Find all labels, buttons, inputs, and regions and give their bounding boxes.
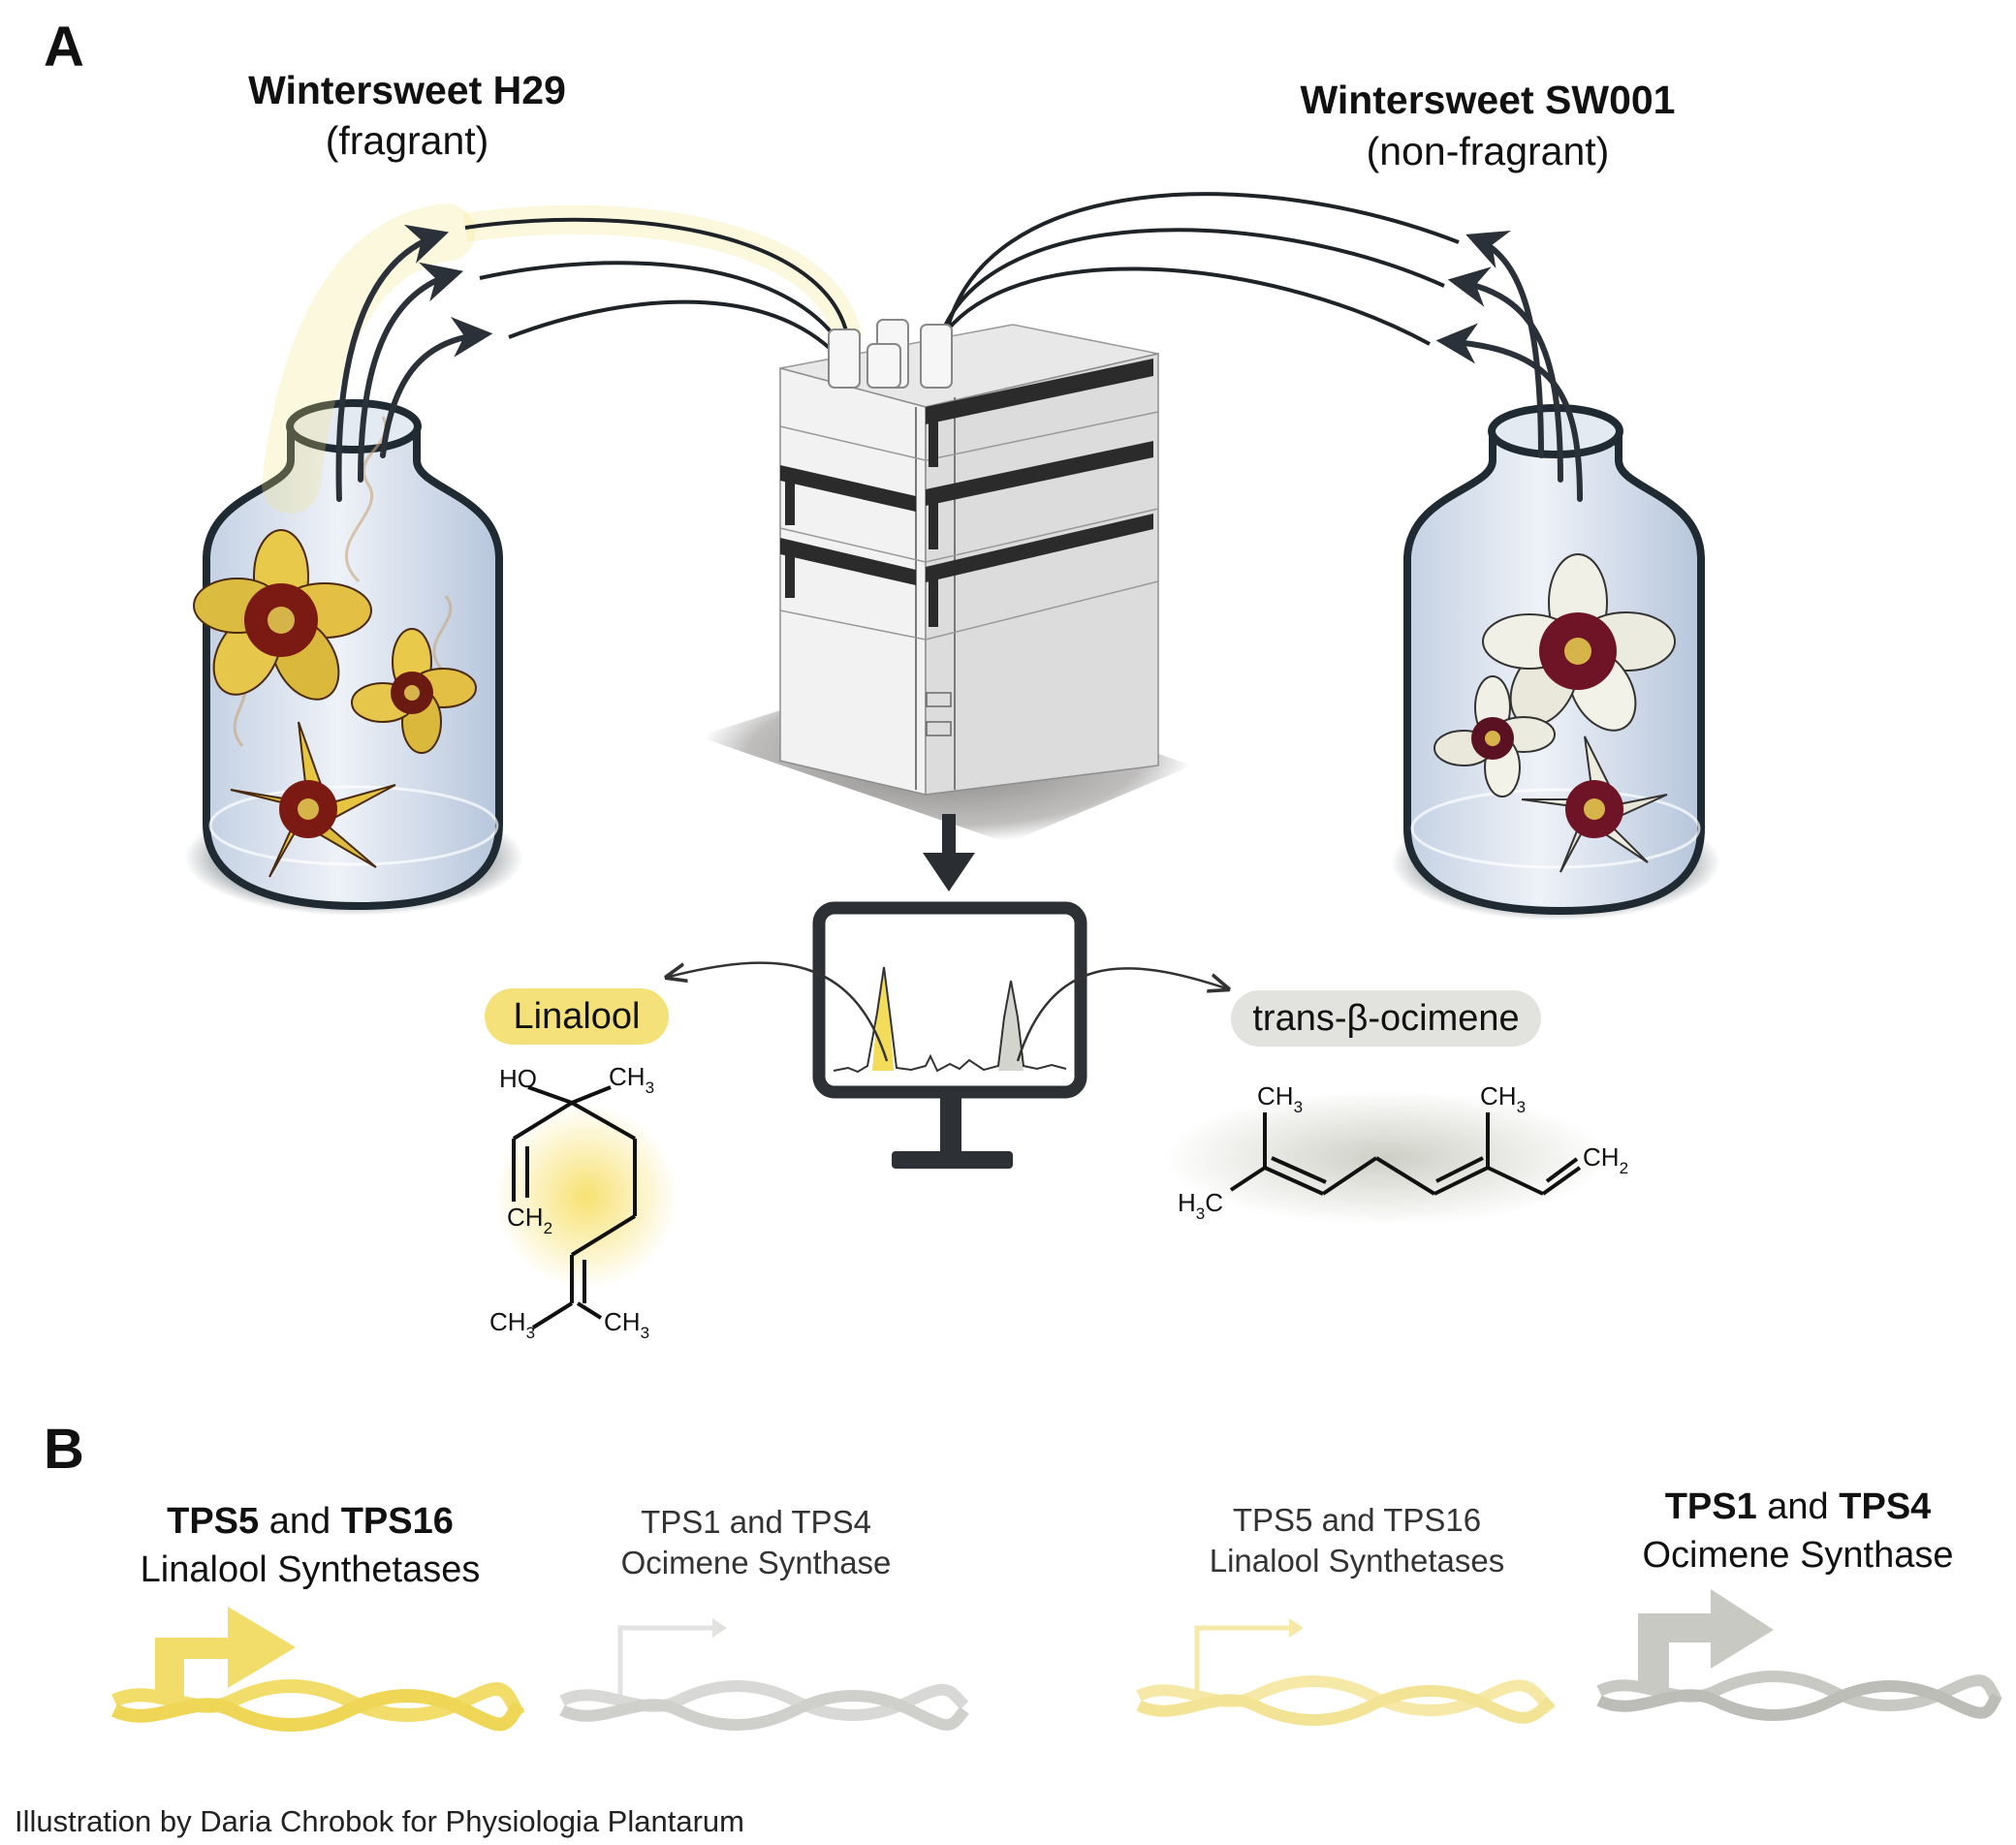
linalool-ch3-bottom-right: CH3 xyxy=(604,1307,649,1342)
left-aroma-lines xyxy=(462,204,863,385)
ocimene-ch3-b: CH3 xyxy=(1480,1081,1526,1116)
gene-3-label: TPS5 and TPS16 Linalool Synthetases xyxy=(1178,1500,1536,1581)
gene-2-label: TPS1 and TPS4 Ocimene Synthase xyxy=(582,1502,930,1583)
chromatogram xyxy=(833,966,1067,1074)
linalool-ch3-top: CH3 xyxy=(609,1062,654,1097)
gene-2-names: TPS1 and TPS4 xyxy=(641,1504,871,1540)
arrow-to-linalool xyxy=(669,961,889,1062)
gene-1-names: TPS5 and TPS16 xyxy=(167,1501,454,1542)
panel-b-letter: B xyxy=(44,1418,84,1481)
gene-4-graphic xyxy=(1596,1589,2002,1721)
left-sample-name: Wintersweet H29 xyxy=(248,68,566,112)
illustration-credit: Illustration by Daria Chrobok for Physio… xyxy=(15,1804,744,1838)
gene-2-graphic xyxy=(559,1618,969,1731)
monitor xyxy=(812,901,1087,1169)
fragrant-jar xyxy=(184,203,523,916)
gene-1-graphic xyxy=(110,1607,525,1732)
arrow-to-ocimene xyxy=(1016,967,1226,1062)
yellow-flower xyxy=(230,721,396,878)
linalool-label: Linalool xyxy=(485,988,669,1045)
right-sample-name: Wintersweet SW001 xyxy=(1300,78,1676,122)
left-sample-qualifier: (fragrant) xyxy=(325,118,489,163)
linalool-ho-label: HO xyxy=(499,1064,537,1093)
ocimene-structure: CH3 CH3 CH2 H3C xyxy=(1163,1081,1628,1226)
white-flower xyxy=(1521,735,1668,873)
right-sample-qualifier: (non-fragrant) xyxy=(1366,129,1610,173)
gene-3-names: TPS5 and TPS16 xyxy=(1232,1502,1482,1538)
linalool-ch2: CH2 xyxy=(507,1203,552,1237)
gene-1-role: Linalool Synthetases xyxy=(140,1549,481,1590)
jar-base-line xyxy=(1410,788,1701,869)
ocimene-ch2: CH2 xyxy=(1583,1142,1628,1177)
yellow-flower xyxy=(193,529,372,701)
gene-2-role: Ocimene Synthase xyxy=(620,1545,892,1580)
gene-4-role: Ocimene Synthase xyxy=(1642,1535,1954,1576)
non-fragrant-jar xyxy=(1391,231,1720,921)
yellow-flower xyxy=(351,628,477,754)
white-flower xyxy=(1482,553,1676,732)
ocimene-h3c: H3C xyxy=(1178,1188,1223,1223)
gc-ms-instrument xyxy=(698,319,1192,843)
right-aroma-lines xyxy=(930,192,1460,355)
gene-1-label: TPS5 and TPS16 Linalool Synthetases xyxy=(107,1497,514,1594)
gene-3-role: Linalool Synthetases xyxy=(1209,1543,1505,1579)
down-arrow xyxy=(923,814,975,891)
jar-base-line xyxy=(208,785,499,866)
ocimene-ch3-a: CH3 xyxy=(1257,1081,1303,1116)
gene-4-label: TPS1 and TPS4 Ocimene Synthase xyxy=(1609,1483,1987,1579)
gene-3-graphic xyxy=(1136,1618,1556,1726)
linalool-structure: HO CH3 CH2 CH3 CH3 xyxy=(489,1062,678,1342)
white-flower xyxy=(1433,675,1556,797)
ocimene-label: trans-β-ocimene xyxy=(1231,990,1541,1047)
linalool-ch3-bottom-left: CH3 xyxy=(489,1307,535,1342)
gene-4-names: TPS1 and TPS4 xyxy=(1664,1486,1932,1527)
panel-a-letter: A xyxy=(44,16,84,78)
